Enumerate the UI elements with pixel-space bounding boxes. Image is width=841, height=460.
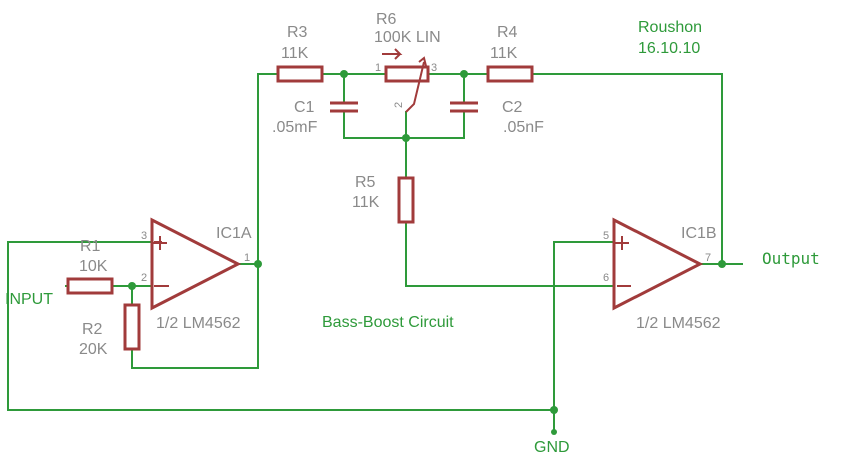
c2-value: .05nF bbox=[503, 119, 544, 136]
ic1b-pin5: 5 bbox=[603, 230, 609, 242]
ic1b-name: IC1B bbox=[681, 225, 717, 242]
r1-name: R1 bbox=[80, 238, 101, 255]
r1-value: 10K bbox=[79, 258, 108, 275]
wire-ic1a-noninv-ground bbox=[7, 241, 555, 411]
opamp-ic1a bbox=[150, 217, 242, 311]
junction-dot bbox=[254, 260, 262, 268]
junction-dot bbox=[551, 429, 557, 435]
ic1a-name: IC1A bbox=[216, 225, 252, 242]
resistor-r5 bbox=[397, 176, 415, 224]
r4-value: 11K bbox=[490, 45, 518, 62]
wire-r5-ic1b-inv bbox=[405, 221, 615, 287]
wire-feedback-ic1a bbox=[131, 263, 259, 369]
resistor-r4 bbox=[486, 65, 534, 83]
ic1b-part: 1/2 LM4562 bbox=[636, 315, 721, 332]
date-label: 16.10.10 bbox=[638, 40, 700, 57]
r6-value: 100K LIN bbox=[374, 29, 441, 46]
c1-name: C1 bbox=[294, 99, 315, 116]
ic1a-pin3: 3 bbox=[141, 230, 147, 242]
ground-label: GND bbox=[534, 439, 570, 456]
r2-value: 20K bbox=[79, 341, 108, 358]
r6-pin3: 3 bbox=[431, 62, 437, 74]
c2-name: C2 bbox=[502, 99, 523, 116]
input-label: INPUT bbox=[5, 291, 53, 308]
resistor-r3 bbox=[276, 65, 324, 83]
junction-dot bbox=[718, 260, 726, 268]
wire-c1-bottom bbox=[343, 111, 465, 139]
ic1a-part: 1/2 LM4562 bbox=[156, 315, 241, 332]
junction-dot bbox=[460, 70, 468, 78]
resistor-r2 bbox=[123, 303, 141, 351]
r5-value: 11K bbox=[352, 194, 380, 211]
r4-name: R4 bbox=[497, 24, 518, 41]
wire-ic1a-out-r3 bbox=[237, 73, 279, 265]
wire-r4-output bbox=[531, 73, 723, 265]
r2-name: R2 bbox=[82, 321, 103, 338]
circuit-title: Bass-Boost Circuit bbox=[322, 314, 454, 331]
r6-name: R6 bbox=[376, 11, 397, 28]
ic1b-pin6: 6 bbox=[603, 272, 609, 284]
junction-dot bbox=[402, 134, 410, 142]
r5-name: R5 bbox=[355, 174, 376, 191]
r6-pin1: 1 bbox=[375, 62, 381, 74]
potentiometer-r6 bbox=[382, 48, 430, 113]
r3-name: R3 bbox=[287, 24, 308, 41]
junctions bbox=[128, 70, 726, 435]
resistor-r1 bbox=[66, 277, 114, 295]
r3-value: 11K bbox=[281, 45, 309, 62]
c1-value: .05mF bbox=[272, 119, 318, 136]
r6-pin2: 2 bbox=[393, 102, 405, 108]
capacitor-c1 bbox=[330, 101, 358, 113]
wires bbox=[7, 73, 743, 433]
author-label: Roushon bbox=[638, 19, 702, 36]
ic1b-pin7: 7 bbox=[705, 252, 711, 264]
junction-dot bbox=[340, 70, 348, 78]
ic1a-pin1: 1 bbox=[244, 252, 250, 264]
opamp-ic1b bbox=[612, 217, 704, 311]
ic1a-pin2: 2 bbox=[141, 272, 147, 284]
output-label: Output bbox=[762, 249, 820, 268]
wire-ic1b-noninv-ground bbox=[553, 241, 615, 433]
capacitor-c2 bbox=[450, 101, 478, 113]
junction-dot bbox=[550, 406, 558, 414]
junction-dot bbox=[128, 282, 136, 290]
